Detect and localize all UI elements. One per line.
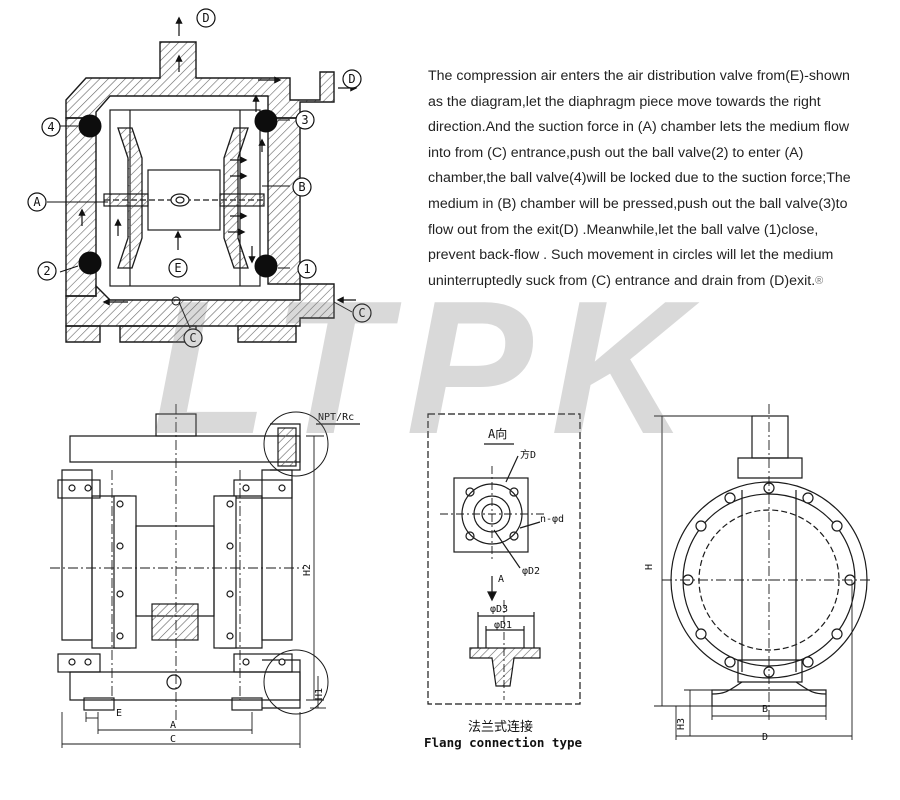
svg-text:D: D (202, 11, 209, 25)
front-view-drawing (50, 404, 360, 748)
schematic-label-circles (27, 8, 372, 348)
flange-view-labels: A向 方D n-φd φD2 A φD3 φD1 (488, 426, 564, 631)
svg-text:A: A (170, 720, 176, 731)
ball-3 (254, 109, 278, 133)
svg-text:A: A (33, 195, 41, 209)
svg-text:B: B (298, 180, 305, 194)
svg-text:B: B (762, 704, 768, 715)
svg-text:C: C (358, 306, 365, 320)
pump-casing (65, 41, 335, 343)
flange-caption-chinese: 法兰式连接 (468, 720, 534, 735)
ball-1 (254, 254, 278, 278)
side-view-labels: H H3 B D (644, 564, 768, 743)
operating-principle-text: The compression air enters the air distr… (428, 64, 858, 294)
ball-valves (78, 109, 278, 278)
svg-text:H2: H2 (302, 564, 313, 576)
description-body: The compression air enters the air distr… (428, 68, 851, 289)
svg-text:1: 1 (303, 262, 310, 276)
svg-text:NPT/Rc: NPT/Rc (318, 412, 354, 423)
svg-text:φD1: φD1 (494, 620, 512, 631)
ball-4 (78, 114, 102, 138)
svg-text:E: E (174, 261, 181, 275)
svg-text:D: D (348, 72, 355, 86)
svg-text:4: 4 (47, 120, 54, 134)
front-view-labels: NPT/Rc H2 H1 E A C (116, 412, 354, 745)
svg-text:H3: H3 (676, 718, 687, 730)
registered-mark: ® (815, 274, 824, 287)
svg-text:H: H (644, 564, 655, 570)
svg-text:2: 2 (43, 264, 50, 278)
flange-view-drawing (427, 413, 581, 705)
svg-text:D: D (762, 732, 768, 743)
svg-text:E: E (116, 708, 122, 719)
svg-text:C: C (170, 734, 176, 745)
leader-lines (47, 119, 353, 329)
svg-text:方D: 方D (520, 448, 536, 461)
air-distribution-body (103, 169, 266, 231)
svg-text:A: A (498, 574, 504, 585)
svg-text:n-φd: n-φd (540, 514, 564, 525)
svg-text:H1: H1 (314, 688, 325, 700)
svg-text:3: 3 (301, 113, 308, 127)
svg-text:φD2: φD2 (522, 566, 540, 577)
schematic-label-text: D D 4 3 A B 2 1 C C E (33, 11, 365, 345)
side-view-drawing (654, 404, 872, 740)
ball-2 (78, 251, 102, 275)
flange-caption-english: Flang connection type (424, 735, 583, 750)
svg-text:C: C (189, 331, 196, 345)
svg-text:φD3: φD3 (490, 604, 508, 615)
svg-text:A向: A向 (488, 426, 507, 441)
